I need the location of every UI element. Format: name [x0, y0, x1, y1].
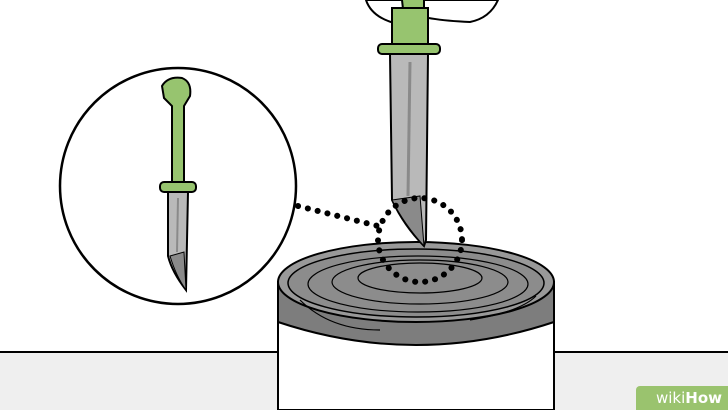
hand-icon — [364, 0, 500, 26]
magnified-inset — [58, 66, 298, 306]
wikihow-watermark: wikiHow — [636, 386, 728, 410]
can-icon — [277, 241, 555, 410]
watermark-part-1: wiki — [655, 389, 686, 407]
watermark-part-2: How — [685, 389, 722, 407]
zoom-callout-icon — [295, 195, 465, 285]
knife-icon — [377, 7, 441, 248]
